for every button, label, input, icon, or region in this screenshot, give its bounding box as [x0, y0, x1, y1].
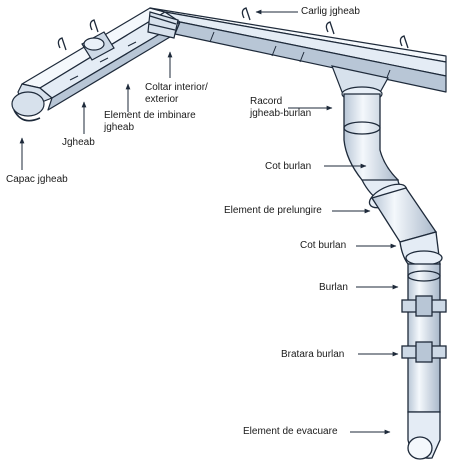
gutter-clips-right — [209, 31, 391, 81]
leader-lines — [19, 9, 399, 435]
label-pipe-elbow-1: Cot burlan — [265, 161, 312, 172]
label-gutter-end-cap: Capac jgheab — [6, 174, 68, 185]
label-joint-element: Element de imbinare jgheab — [104, 110, 196, 133]
label-corner-piece: Coltar interior/ exterior — [145, 82, 208, 105]
downpipe — [343, 93, 447, 460]
label-outlet-connector: Racord jgheab-burlan — [250, 96, 312, 119]
gutter-hangers — [57, 7, 409, 51]
gutter-corner-piece — [147, 11, 179, 39]
gutter-end-cap — [11, 91, 45, 122]
gutter-right-run — [149, 7, 447, 93]
gutter-clips-left — [69, 41, 137, 81]
label-pipe-bracket: Bratara burlan — [281, 349, 345, 360]
label-outlet-shoe: Element de evacuare — [243, 426, 338, 437]
label-extension-element: Element de prelungire — [224, 205, 322, 216]
label-pipe-elbow-2: Cot burlan — [300, 240, 347, 251]
gutter-joint-element — [81, 31, 115, 61]
label-gutter: Jgheab — [62, 137, 95, 148]
label-downpipe: Burlan — [319, 282, 348, 293]
label-gutter-hanger: Carlig jgheab — [301, 6, 360, 17]
